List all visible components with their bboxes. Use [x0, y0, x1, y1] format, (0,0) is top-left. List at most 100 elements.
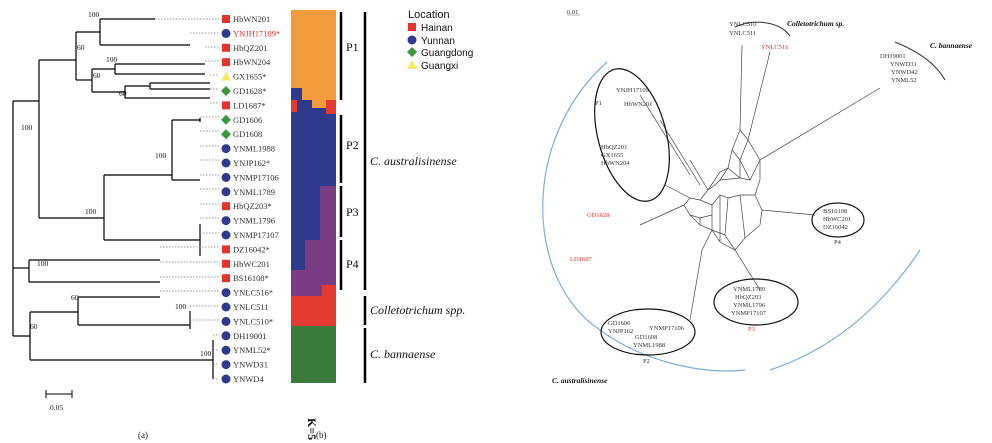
taxon-marker-yunnan [221, 316, 231, 326]
bootstrap-value: 100 [85, 207, 97, 216]
taxon-marker-hainan [222, 202, 230, 211]
taxon-marker-guangdong [221, 114, 231, 125]
network-title-colletotrichum: Colletotrichum sp. [787, 19, 844, 28]
taxon-marker-yunnan [221, 374, 231, 384]
species-label-colletotrichum: Colletotrichum spp. [370, 303, 465, 317]
taxon-label: GD1608 [233, 129, 262, 139]
scale-bar-label: 0.05 [50, 403, 63, 412]
net-node: GD1608 [635, 334, 657, 341]
taxon-marker-guangdong [221, 129, 231, 140]
taxon-marker-hainan [222, 15, 230, 23]
taxon-marker-yunnan [221, 158, 231, 168]
taxon-marker-hainan [222, 259, 230, 268]
taxon-marker-yunnan [221, 172, 231, 182]
k-label: K=5 [305, 418, 319, 440]
net-group-label: P2 [643, 358, 650, 365]
bootstrap-values: 100 60 100 60 60 100 100 100 60 100 60 1… [21, 10, 212, 358]
taxon-label: YNJP162* [233, 158, 270, 168]
split-network: 0.01 [542, 9, 973, 385]
net-group-label: P4 [834, 239, 842, 246]
net-node: GD1606 [608, 320, 631, 327]
taxon-label: YNLC510* [233, 316, 273, 326]
bootstrap-value: 60 [30, 322, 38, 331]
taxon-label: YNWD4 [233, 374, 264, 384]
net-group-label: P3 [748, 326, 755, 333]
bootstrap-value: 60 [93, 71, 101, 80]
legend-swatch-guangdong [407, 47, 417, 57]
taxon-label: GD1606 [233, 115, 262, 125]
legend-title: Location [408, 9, 450, 21]
taxon-marker-yunnan [221, 28, 231, 38]
legend-label-hainan: Hainan [421, 23, 453, 34]
phylogenetic-tree [12, 18, 214, 379]
bootstrap-value: 100 [88, 10, 100, 19]
taxon-marker-hainan [222, 43, 230, 52]
bootstrap-value: 100 [200, 349, 212, 358]
net-node: YNMP17107 [731, 310, 767, 317]
taxon-label: BS16108* [233, 273, 269, 283]
taxon-marker-yunnan [221, 216, 231, 226]
taxon-marker-yunnan [221, 302, 231, 312]
legend-swatch-yunnan [407, 35, 417, 45]
group-label-p3: P3 [346, 205, 359, 219]
bootstrap-value: 60 [119, 89, 127, 98]
net-node: GD1628 [587, 212, 609, 219]
legend-swatch-guangxi [407, 60, 417, 69]
net-node: HbWC201 [823, 216, 851, 223]
net-node: YNML52 [891, 77, 917, 84]
taxon-label: GX1655* [233, 72, 267, 82]
taxon-label: HbWN201 [233, 14, 270, 24]
bootstrap-value: 100 [37, 259, 49, 268]
taxon-marker-hainan [222, 245, 230, 254]
legend: Location Hainan Yunnan Guangdong Guangxi [407, 9, 473, 72]
taxon-marker-hainan [222, 101, 230, 110]
net-node: DH19001 [880, 53, 906, 60]
taxon-label: YNLC511 [233, 302, 269, 312]
network-title-australisinense: C. australisinense [552, 376, 608, 385]
taxon-marker-guangxi [221, 71, 231, 81]
taxon-marker-yunnan [221, 144, 231, 154]
bootstrap-value: 60 [71, 293, 79, 302]
taxon-label: DZ16042* [233, 244, 270, 254]
leader-lines [155, 18, 219, 380]
group-brackets [339, 12, 367, 383]
legend-label-yunnan: Yunnan [421, 36, 455, 47]
net-node: BS16108 [823, 208, 847, 215]
net-node: YNML1789 [733, 286, 765, 293]
taxon-label: LD1687* [233, 100, 266, 110]
taxon-label: HbQZ203* [233, 201, 272, 211]
bootstrap-value: 100 [155, 151, 167, 160]
network-scale: 0.01 [567, 9, 578, 16]
net-node: YNLC511 [729, 30, 756, 37]
net-node: YNML1988 [633, 342, 665, 349]
bootstrap-value: 100 [106, 55, 118, 64]
taxon-marker-yunnan [221, 360, 231, 370]
taxon-marker-hainan [222, 58, 230, 67]
taxon-label: YNMP17106 [233, 172, 279, 182]
group-label-p2: P2 [346, 138, 359, 152]
net-node: HbWN204 [601, 160, 630, 167]
group-label-p1: P1 [346, 40, 359, 54]
net-node: LD1687 [570, 256, 592, 263]
taxon-list: HbWN201YNJH17109*HbQZ201HbWN204GX1655*GD… [221, 14, 280, 384]
net-node: YNWD42 [891, 69, 918, 76]
taxon-label: YNML1988 [233, 144, 275, 154]
legend-label-guangxi: Guangxi [421, 61, 458, 72]
taxon-label: HbQZ201 [233, 43, 267, 53]
bootstrap-value: 100 [21, 123, 33, 132]
legend-label-guangdong: Guangdong [421, 48, 473, 59]
taxon-marker-guangdong [221, 86, 231, 96]
net-node: YNJH17109 [616, 87, 649, 94]
net-node: HbWN201 [624, 101, 653, 108]
taxon-label: YNMP17107 [233, 230, 279, 240]
taxon-label: YNWD31 [233, 360, 268, 370]
net-node: YNMP17106 [649, 325, 685, 332]
panel-label-b: (b) [316, 430, 327, 440]
taxon-marker-yunnan [221, 230, 231, 240]
net-node: GX1655 [601, 152, 623, 159]
net-node: YNWD31 [890, 61, 917, 68]
bootstrap-value: 100 [175, 302, 187, 311]
net-node: YNLC516 [761, 44, 789, 51]
taxon-marker-hainan [222, 274, 230, 283]
